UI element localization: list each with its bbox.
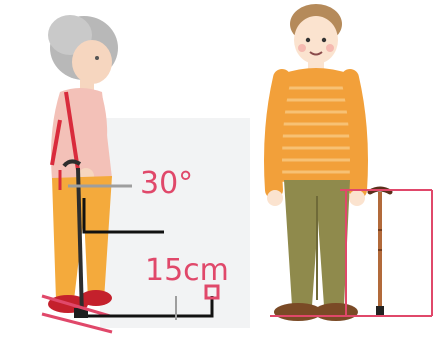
distance-label: 15cm: [145, 253, 229, 288]
angle-label: 30°: [140, 166, 193, 201]
standing-man-figure: [267, 4, 365, 321]
man-cane: [370, 189, 390, 316]
